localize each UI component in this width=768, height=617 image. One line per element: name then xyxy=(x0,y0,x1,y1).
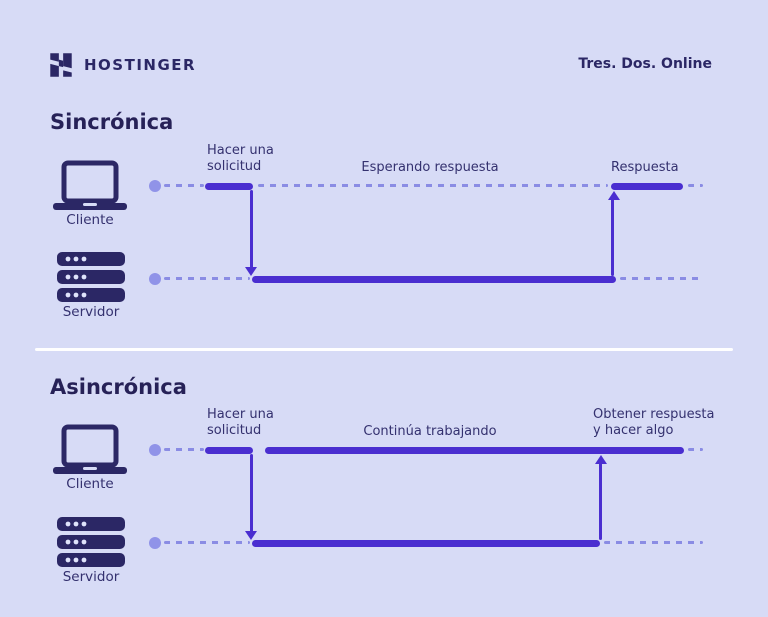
timeline-start-dot xyxy=(149,273,161,285)
response-label: Respuesta xyxy=(611,160,679,175)
timeline-dashed-segment xyxy=(604,541,703,544)
server-label: Servidor xyxy=(62,569,120,585)
timeline-start-dot xyxy=(149,180,161,192)
server-icon xyxy=(57,517,125,567)
request-arrow-line xyxy=(250,190,253,268)
arrow-down-icon xyxy=(245,531,257,540)
section-divider xyxy=(35,348,733,351)
timeline-dashed-segment xyxy=(688,448,703,451)
header-tagline: Tres. Dos. Online xyxy=(578,56,712,72)
timeline-dashed-segment xyxy=(258,184,608,187)
hostinger-h-logo-icon xyxy=(46,50,76,80)
response-label: Obtener respuesta y hacer algo xyxy=(593,407,715,438)
request-arrow-line xyxy=(250,454,253,532)
request-label: Hacer una solicitud xyxy=(207,407,274,438)
laptop-icon xyxy=(52,424,128,476)
client-label: Cliente xyxy=(66,476,114,492)
request-activity-bar xyxy=(205,447,253,454)
request-label: Hacer una solicitud xyxy=(207,143,274,174)
laptop-icon xyxy=(52,160,128,212)
timeline-dashed-segment xyxy=(164,277,250,280)
timeline-start-dot xyxy=(149,537,161,549)
server-icon xyxy=(57,252,125,302)
server-processing-bar xyxy=(252,276,616,283)
server-label: Servidor xyxy=(62,304,120,320)
section-title-async: Asincrónica xyxy=(50,375,187,399)
response-arrow-line xyxy=(611,199,614,276)
server-processing-bar xyxy=(252,540,600,547)
timeline-dashed-segment xyxy=(620,277,704,280)
request-activity-bar xyxy=(205,183,253,190)
client-label: Cliente xyxy=(66,212,114,228)
waiting-label: Esperando respuesta xyxy=(361,160,499,175)
timeline-start-dot xyxy=(149,444,161,456)
working-label: Continúa trabajando xyxy=(363,424,497,439)
arrow-down-icon xyxy=(245,267,257,276)
response-activity-bar xyxy=(611,183,683,190)
arrow-up-icon xyxy=(608,191,620,200)
timeline-dashed-segment xyxy=(688,184,703,187)
arrow-up-icon xyxy=(595,455,607,464)
timeline-dashed-segment xyxy=(164,184,204,187)
brand-wordmark: HOSTINGER xyxy=(84,56,197,74)
working-activity-bar xyxy=(265,447,684,454)
timeline-dashed-segment xyxy=(164,448,204,451)
response-arrow-line xyxy=(599,463,602,540)
section-title-sync: Sincrónica xyxy=(50,110,174,134)
timeline-dashed-segment xyxy=(164,541,250,544)
